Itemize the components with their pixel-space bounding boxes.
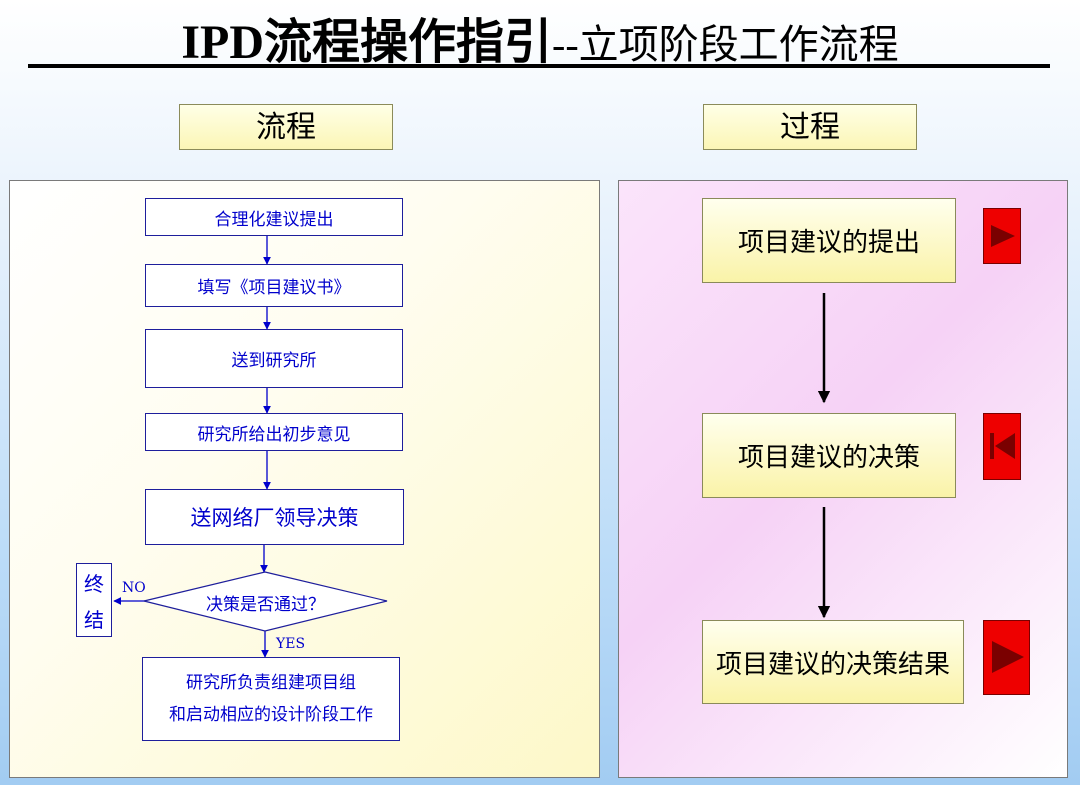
page-title: IPD流程操作指引--立项阶段工作流程	[0, 2, 1080, 72]
flow-step-3: 送到研究所	[145, 329, 403, 388]
process-step-2: 项目建议的决策	[702, 413, 956, 498]
end-label-bottom: 结	[84, 607, 104, 632]
title-sub: --立项阶段工作流程	[552, 22, 899, 67]
play-icon	[992, 641, 1024, 673]
title-main: IPD流程操作指引	[181, 16, 553, 69]
final-line-2: 和启动相应的设计阶段工作	[169, 705, 373, 725]
flow-step-1: 合理化建议提出	[145, 198, 403, 236]
process-step-3: 项目建议的决策结果	[702, 620, 964, 704]
flow-arrows	[113, 236, 271, 658]
flow-step-5: 送网络厂领导决策	[145, 489, 404, 545]
final-line-1: 研究所负责组建项目组	[186, 673, 356, 693]
flow-step-4: 研究所给出初步意见	[145, 413, 403, 451]
yes-label: YES	[276, 636, 306, 652]
back-button[interactable]	[983, 413, 1021, 480]
play-button-1[interactable]	[983, 208, 1021, 264]
title-underline	[28, 64, 1050, 68]
header-process: 过程	[703, 104, 917, 150]
flow-step-2: 填写《项目建议书》	[145, 264, 403, 307]
play-button-2[interactable]	[983, 620, 1030, 695]
no-label: NO	[122, 580, 146, 596]
decision-diamond	[143, 571, 388, 632]
header-flow: 流程	[179, 104, 393, 150]
flow-final-step: 研究所负责组建项目组 和启动相应的设计阶段工作	[142, 657, 400, 741]
end-box: 终 结	[76, 563, 112, 637]
skip-back-icon	[990, 433, 1015, 459]
end-label-top: 终	[84, 571, 104, 596]
process-step-1: 项目建议的提出	[702, 198, 956, 283]
play-icon	[991, 225, 1015, 247]
decision-label: 决策是否通过？	[206, 595, 325, 615]
